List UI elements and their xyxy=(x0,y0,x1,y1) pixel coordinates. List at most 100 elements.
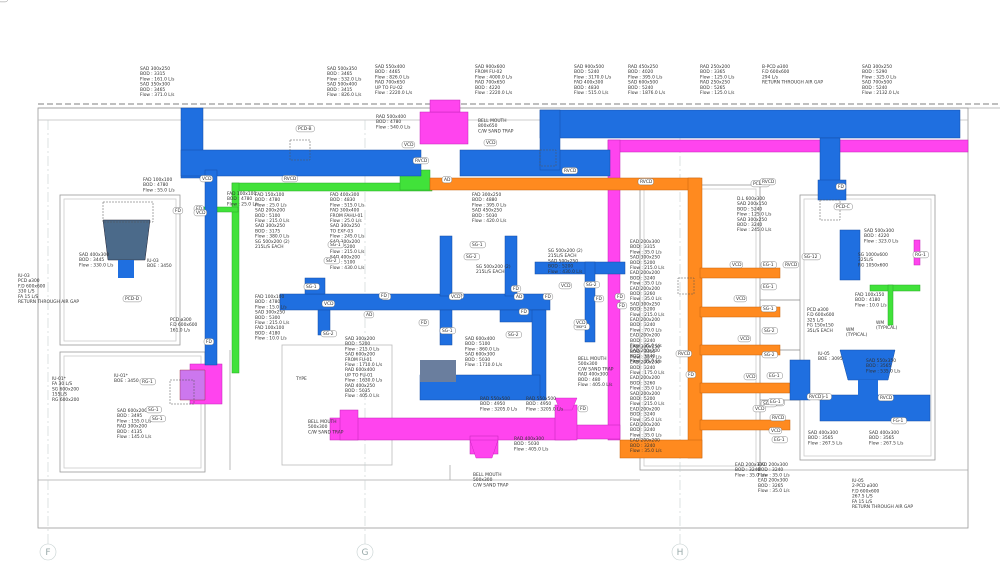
duct-label-line: SG 500x200 (2) xyxy=(255,239,290,245)
duct-label-line: EAD 200x200 xyxy=(630,360,660,366)
tag-bubble xyxy=(833,203,853,211)
duct-label-line: BOD : 3495 xyxy=(117,413,142,419)
tag-label: AD xyxy=(444,177,451,183)
duct-label-line: Flow : 215.0 L/s xyxy=(630,401,665,407)
duct-label-line: BOD : 5030 xyxy=(514,441,539,447)
grid-lines xyxy=(47,120,681,545)
duct-label-line: BOD : 5290 xyxy=(862,69,887,75)
iu-05-outlet xyxy=(858,380,878,400)
tag-bubble xyxy=(767,398,784,406)
duct-label-line: (TYPICAL) xyxy=(846,332,868,338)
duct-label-line: BOD : 3465 xyxy=(140,87,165,93)
duct-label-line: Flow : 70.0 L/s xyxy=(630,327,662,333)
duct-label-line: RAD 700x650 xyxy=(475,80,505,86)
equipment-tag: SG-12 xyxy=(801,253,821,261)
tag-label: VCD xyxy=(771,428,781,434)
duct-label-line: EAD 200x200 xyxy=(630,438,660,444)
exhaust-ducts xyxy=(189,99,969,455)
tag-bubble xyxy=(685,371,696,379)
tag-label: FD xyxy=(596,296,603,302)
duct-label-line: FA 15 L/S xyxy=(852,499,872,505)
grilles xyxy=(102,139,841,405)
equipment-tag: SG-2 xyxy=(320,330,337,338)
tag-bubble xyxy=(771,436,788,444)
duct-label-line: Flow : 215.0 L/s xyxy=(345,346,380,352)
equipment-tag: FD xyxy=(203,338,214,346)
duct-label-line: SAD 400x300 xyxy=(869,430,899,436)
duct-label-line: Flow : 25.0 L/s xyxy=(227,201,259,207)
duct-label-line: IU-03 xyxy=(147,258,159,264)
tag-label: RVCD xyxy=(564,168,577,174)
tag-label: SG-2 xyxy=(764,328,775,334)
duct-label-line: BOD : 4830 xyxy=(330,197,355,203)
duct-label-line: RAD 250x200 xyxy=(700,64,730,70)
duct-label-line: Flow : 2220.0 L/s xyxy=(475,90,513,96)
duct-label-line: BOD : 4950 xyxy=(526,401,551,407)
duct-label-line: BOD : 4780 xyxy=(376,119,401,125)
duct-label-line: EAD 200x200 xyxy=(630,422,660,428)
equipment-tag: RVCD xyxy=(412,157,429,165)
duct-label-line: SAD 600x200 xyxy=(117,408,147,414)
grid-label-h: H xyxy=(677,548,684,558)
duct-label-line: BOD : 5030 xyxy=(465,357,490,363)
tag-label: AD xyxy=(516,294,523,300)
duct-label-line: EAD 200x200 xyxy=(630,406,660,412)
tag-bubble xyxy=(323,257,340,265)
tag-label: SG-2 xyxy=(466,254,477,260)
duct-label-line: BOD : 5300 xyxy=(255,315,280,321)
duct-label-line: FAD 100x100 xyxy=(255,294,284,300)
tag-bubble xyxy=(401,141,415,149)
duct-label-line: Flow : 515.0 L/s xyxy=(574,90,609,96)
equipment-tag: SG-1 xyxy=(145,406,162,414)
tag-bubble xyxy=(912,251,929,259)
duct-label-line: FROM FU-01 xyxy=(345,357,372,363)
duct-label-line: Flow : 405.0 L/s xyxy=(578,382,613,388)
tag-label: SG-1 xyxy=(148,407,159,413)
duct-label-line: EAD 200x200 xyxy=(630,317,660,323)
duct-label-line: Flow : 330.0 L/s xyxy=(79,262,114,268)
tag-bubble xyxy=(766,372,783,380)
duct-label-line: Flow : 15.0 L/s xyxy=(255,304,287,310)
duct-label-line: BOD : 3175 xyxy=(255,228,280,234)
tag-label: VCD xyxy=(736,296,746,302)
duct-label-line: SAD 400x200 xyxy=(330,254,360,260)
equipment-tag: VCD xyxy=(573,319,587,327)
tag-bubble xyxy=(558,282,572,290)
equipment-tag: FD xyxy=(172,207,183,215)
tag-bubble xyxy=(542,293,553,301)
duct-label-line: Flow : 215.0 L/s xyxy=(630,312,665,318)
equipment-tag: SG-1 xyxy=(439,327,456,335)
tag-label: FD xyxy=(175,208,182,214)
tag-bubble xyxy=(518,308,529,316)
duct-label-line: RAD 550x500 xyxy=(480,396,510,402)
duct-label-line: BELL MOUTH xyxy=(578,356,607,362)
tag-label: EG-1 xyxy=(763,262,774,268)
duct-label-line: EAD 200x300 xyxy=(630,239,660,245)
duct-label-line: Flow : 2132.0 L/s xyxy=(862,90,900,96)
duct-label-line: SAD 300x200 xyxy=(345,336,375,342)
tag-label: FD xyxy=(381,293,388,299)
duct-label-line: 500x300 xyxy=(308,424,328,430)
equipment-tag: PCD-B xyxy=(295,125,315,133)
equipment-tag: SG-2 xyxy=(463,253,480,261)
equipment-tag: RVCD xyxy=(759,178,776,186)
duct-label-line: BOD : 3240 xyxy=(630,427,655,433)
duct-label-line: BOD : 3315 xyxy=(630,349,655,355)
duct-label-line: UP TO FU-02 xyxy=(375,85,403,91)
duct-label-line: RETURN THROUGH AIR GAP xyxy=(852,504,913,510)
duct-label-line: BOD : 4135 xyxy=(117,429,142,435)
grid-label-g: G xyxy=(362,548,369,558)
tag-bubble xyxy=(577,405,588,413)
equipment-tag: RVCD xyxy=(675,350,692,358)
duct-label-line: BOD : 4880 xyxy=(472,197,497,203)
duct-label-line: Flow : 395.0 L/s xyxy=(472,202,507,208)
